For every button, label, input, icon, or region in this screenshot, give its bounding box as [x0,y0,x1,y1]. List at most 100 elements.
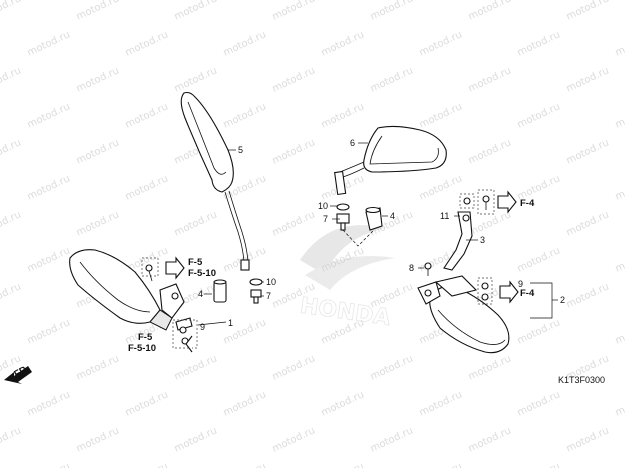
watermark-text: motod.ru [0,209,23,238]
watermark-text: motod.ru [320,29,366,58]
callout-4-right: 4 [390,211,395,221]
right-guard-stay [424,193,475,276]
watermark-text: motod.ru [173,209,219,238]
watermark-text: motod.ru [124,389,170,418]
watermark-text: motod.ru [418,173,464,202]
left-mirror [180,91,250,271]
watermark-text: motod.ru [222,389,268,418]
watermark-text: motod.ru [418,389,464,418]
watermark-text: motod.ru [565,0,611,23]
watermark-text: motod.ru [516,29,562,58]
right-mirror [334,125,447,196]
watermark-text: motod.ru [26,245,72,274]
watermark-text: motod.ru [222,29,268,58]
watermark-text: motod.ru [418,461,464,468]
reference-labels: F-5 F-5-10 F-5 F-5-10 F-4 F-4 [128,198,535,354]
watermark-text: motod.ru [565,209,611,238]
watermark-text: motod.ru [124,173,170,202]
callout-4-left: 4 [198,289,203,299]
ref-f4-top: F-4 [520,198,535,209]
watermark-text: motod.ru [222,461,268,468]
watermark-text: motod.ru [75,353,121,382]
ref-f5-top: F-5 [188,257,203,268]
watermark-text: motod.ru [467,65,513,94]
watermark-text: motod.ru [124,29,170,58]
watermark-text: motod.ru [614,245,625,274]
watermark-text: motod.ru [124,461,170,468]
watermark-text: motod.ru [369,425,415,454]
callout-11: 11 [440,211,449,221]
brand-logo-watermark: HONDA [298,225,395,331]
callout-5: 5 [238,145,243,155]
watermark-text: motod.ru [173,425,219,454]
watermark-text: motod.ru [271,0,317,23]
watermark-text: motod.ru [467,425,513,454]
callout-9-right: 9 [518,279,523,289]
watermark-text: motod.ru [271,209,317,238]
left-hand-guard [69,249,193,331]
watermark-text: motod.ru [26,29,72,58]
watermark-text: motod.ru [516,461,562,468]
callout-7-right: 7 [323,214,328,224]
watermark-text: motod.ru [418,101,464,130]
leader-lines [197,205,558,326]
watermark-text: motod.ru [320,389,366,418]
watermark-text: motod.ru [75,425,121,454]
watermark-text: motod.ru [516,317,562,346]
watermark-text: motod.ru [0,0,23,23]
watermark-text: motod.ru [516,245,562,274]
watermark-text: motod.ru [271,425,317,454]
watermark-text: motod.ru [614,29,625,58]
watermark-text: motod.ru [614,389,625,418]
watermark-text: motod.ru [369,65,415,94]
watermark-text: motod.ru [0,137,23,166]
callout-8: 8 [409,263,414,273]
right-hand-guard [417,275,519,354]
watermark-text: motod.ru [320,101,366,130]
right-mirror-adapter [336,203,383,247]
watermark-text: motod.ru [26,389,72,418]
watermark-text: motod.ru [124,101,170,130]
watermark-text: motod.ru [0,281,23,310]
watermark-text: motod.ru [26,173,72,202]
watermark-text: motod.ru [614,461,625,468]
watermark-text: motod.ru [271,137,317,166]
ref-f4-right: F-4 [520,288,535,299]
watermark-text: motod.ru [75,0,121,23]
left-fastener-group [141,256,198,353]
watermark-text: motod.ru [614,317,625,346]
ref-f5-10-bottom: F-5-10 [128,343,156,354]
watermark-text: motod.ru [467,0,513,23]
watermark-text: motod.ru [565,65,611,94]
watermark-text: motod.ru [369,0,415,23]
watermark-text: motod.ru [516,101,562,130]
watermark-text: motod.ru [565,281,611,310]
watermark-text: motod.ru [26,101,72,130]
watermark-text: motod.ru [369,353,415,382]
callout-2: 2 [560,295,565,305]
watermark-text: motod.ru [26,461,72,468]
callout-labels: 1 2 3 4 4 5 6 7 7 8 9 9 10 10 11 [198,138,565,332]
watermark-text: motod.ru [614,173,625,202]
ref-f5-bottom: F-5 [138,332,153,343]
ref-f5-10-top: F-5-10 [188,268,216,279]
diagram-code: K1T3F0300 [558,375,605,385]
watermark-text: motod.ru [565,137,611,166]
callout-9-left: 9 [200,322,205,332]
watermark-text: motod.ru [467,137,513,166]
watermark-text: motod.ru [467,353,513,382]
watermark-text: motod.ru [173,0,219,23]
watermark-text: motod.ru [0,65,23,94]
watermark-text: motod.ru [418,29,464,58]
watermark-text: motod.ru [75,65,121,94]
watermark-text: motod.ru [516,389,562,418]
watermark-text: motod.ru [271,65,317,94]
watermark-text: motod.ru [75,137,121,166]
callout-7-left: 7 [266,291,271,301]
callout-3: 3 [480,235,485,245]
watermark-text: motod.ru [565,425,611,454]
front-direction-arrow [4,366,32,384]
watermark-text: motod.ru [614,101,625,130]
